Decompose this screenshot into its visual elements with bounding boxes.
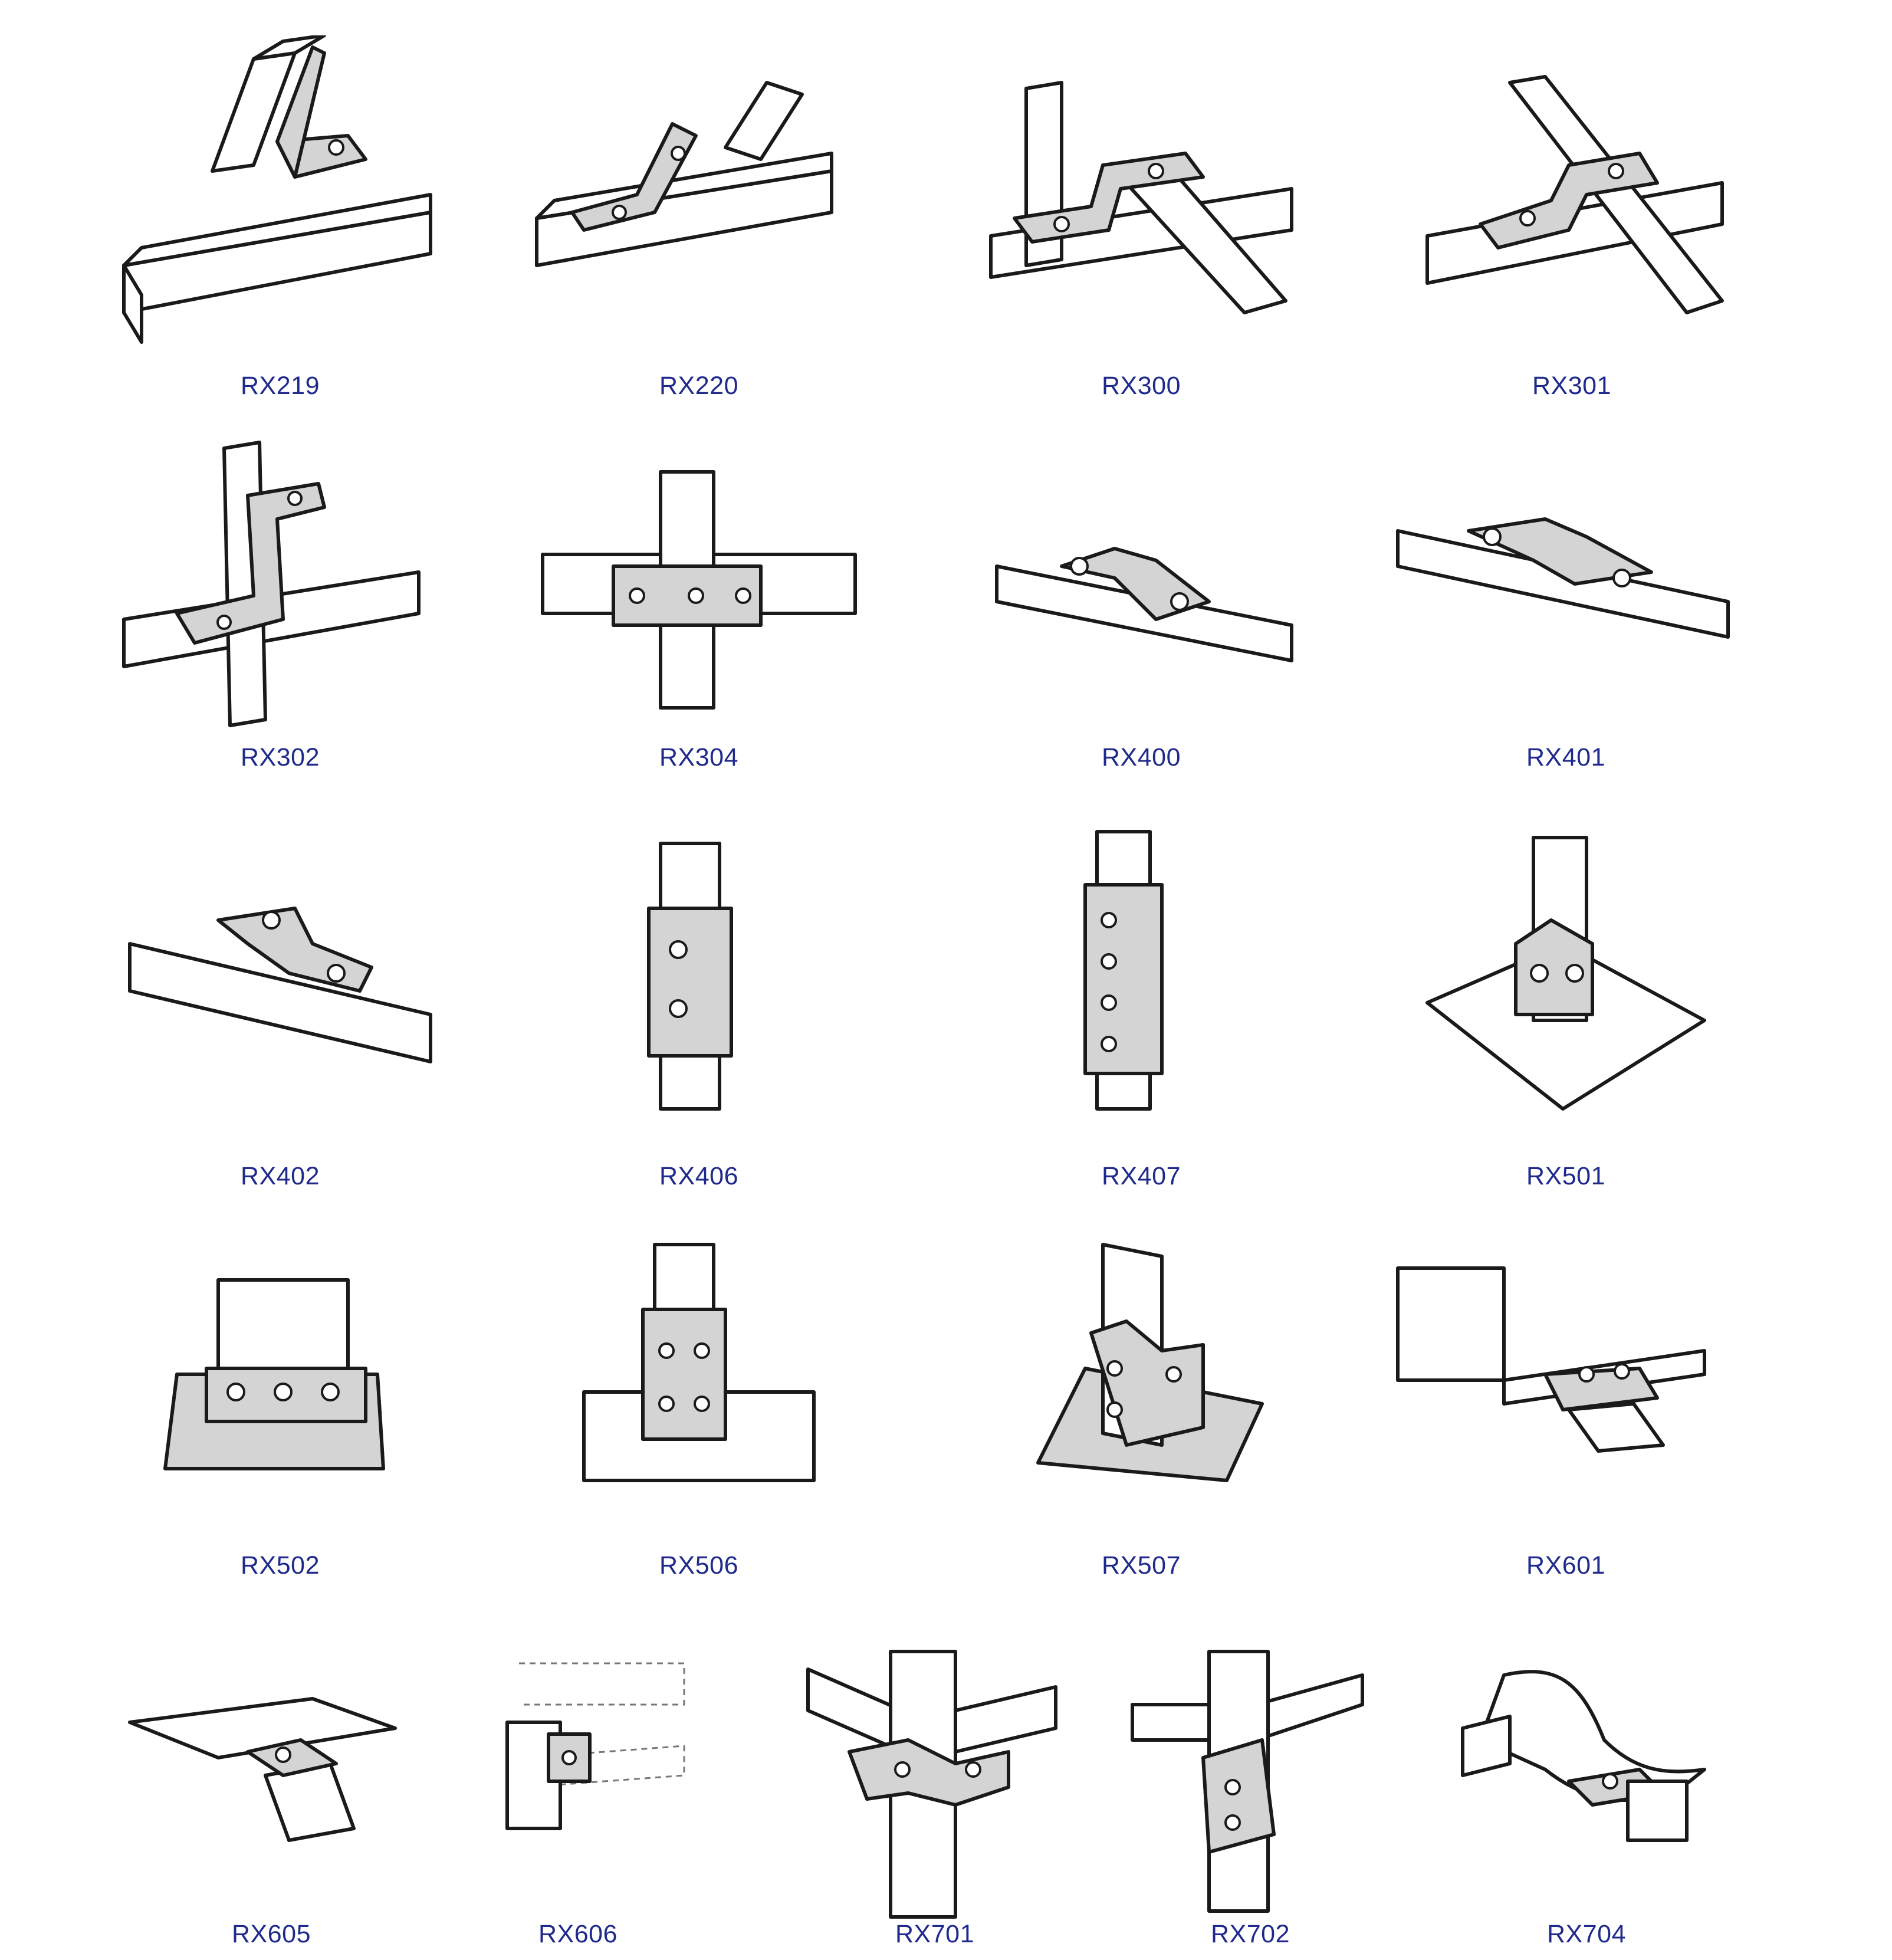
item-rx304: RX304 <box>519 425 879 784</box>
rx220-drawing <box>535 81 833 267</box>
rx220-code: RX220 <box>659 372 738 400</box>
rx702-drawing <box>1131 1650 1364 1913</box>
rx702-code: RX702 <box>1211 1920 1290 1948</box>
item-rx219: RX219 <box>100 35 460 413</box>
item-rx601: RX601 <box>1386 1233 1746 1598</box>
rx406-drawing <box>647 842 733 1111</box>
item-rx606: RX606 <box>448 1652 708 1960</box>
item-rx605: RX605 <box>118 1652 425 1960</box>
rx400-drawing <box>995 547 1293 662</box>
rx506-drawing <box>582 1243 816 1482</box>
item-rx401: RX401 <box>1386 425 1746 784</box>
item-rx402: RX402 <box>100 826 460 1209</box>
item-rx507: RX507 <box>961 1233 1321 1598</box>
rx300-drawing <box>989 81 1293 314</box>
rx606-drawing <box>505 1662 685 1830</box>
item-rx501: RX501 <box>1386 826 1746 1209</box>
rx304-drawing <box>541 470 857 710</box>
rx401-drawing <box>1396 517 1730 639</box>
rx300-code: RX300 <box>1102 372 1181 400</box>
rx407-code: RX407 <box>1102 1162 1181 1190</box>
rx501-code: RX501 <box>1526 1162 1605 1190</box>
rx701-drawing <box>806 1650 1057 1919</box>
rx302-drawing <box>122 441 421 727</box>
rx502-code: RX502 <box>241 1551 320 1580</box>
item-rx302: RX302 <box>100 425 460 784</box>
rx507-code: RX507 <box>1102 1551 1181 1580</box>
rx501-drawing <box>1425 836 1706 1111</box>
rx506-code: RX506 <box>659 1551 738 1580</box>
rx605-drawing <box>128 1697 397 1842</box>
item-rx406: RX406 <box>519 826 879 1209</box>
rx302-code: RX302 <box>241 743 320 771</box>
rx605-code: RX605 <box>232 1920 311 1948</box>
rx301-drawing <box>1425 75 1724 314</box>
rx401-code: RX401 <box>1526 743 1605 771</box>
rx507-drawing <box>1036 1243 1264 1482</box>
item-rx502: RX502 <box>100 1233 460 1598</box>
rx219-drawing <box>122 35 432 344</box>
rx606-code: RX606 <box>538 1920 617 1948</box>
rx301-code: RX301 <box>1532 372 1611 400</box>
rx402-drawing <box>128 907 432 1063</box>
rx219-code: RX219 <box>241 372 320 400</box>
rx407-drawing <box>1083 830 1164 1111</box>
rx502-drawing <box>163 1278 385 1470</box>
item-rx704: RX704 <box>1439 1640 1734 1960</box>
rx406-code: RX406 <box>659 1162 738 1190</box>
item-rx702: RX702 <box>1121 1640 1380 1960</box>
rx601-code: RX601 <box>1526 1551 1605 1580</box>
item-rx407: RX407 <box>961 826 1321 1209</box>
item-rx400: RX400 <box>961 425 1321 784</box>
item-rx506: RX506 <box>519 1233 879 1598</box>
rx701-code: RX701 <box>895 1920 974 1948</box>
rx704-drawing <box>1461 1670 1706 1842</box>
rx400-code: RX400 <box>1102 743 1181 771</box>
rx704-code: RX704 <box>1547 1920 1626 1948</box>
item-rx301: RX301 <box>1392 35 1752 413</box>
item-rx220: RX220 <box>519 35 879 413</box>
rx601-drawing <box>1396 1266 1706 1453</box>
item-rx701: RX701 <box>790 1640 1079 1960</box>
item-rx300: RX300 <box>961 35 1321 413</box>
rx304-code: RX304 <box>659 743 738 771</box>
rx402-code: RX402 <box>241 1162 320 1190</box>
